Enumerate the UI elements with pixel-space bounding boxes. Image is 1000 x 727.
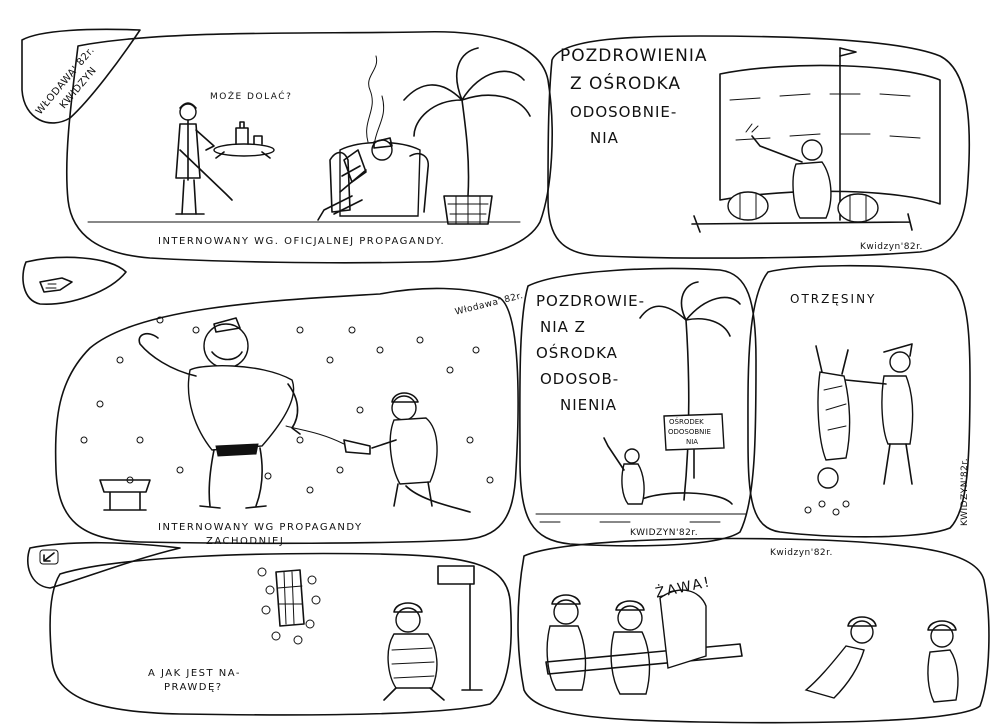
fireman-figure <box>371 392 438 507</box>
panel-4-title-line-2: NIA Z <box>540 318 586 336</box>
hazing-upside-down-man <box>815 345 851 489</box>
panel-5-border <box>747 264 971 538</box>
corner-blob-bottom-left <box>26 541 181 589</box>
panel-2-title-line-4: NIA <box>590 129 619 147</box>
island-sign-line-2: ODOSOBNIE <box>668 428 711 436</box>
arrow-down-left-icon <box>39 549 59 565</box>
island-sign-line-3: NIA <box>686 438 699 446</box>
island-castaway <box>603 437 645 505</box>
anvil <box>99 479 151 511</box>
island-sign-line-1: OŚRODEK <box>669 418 704 426</box>
panel-7-signature: Kwidzyn'82r. <box>770 548 833 558</box>
panel-3-caption-line-2: ZACHODNIEJ. <box>206 536 289 547</box>
man-in-armchair <box>317 55 430 221</box>
cell-window <box>257 567 321 645</box>
panel-4-border <box>519 267 757 547</box>
panel-5-signature: KWIDZYN'82r. <box>960 457 970 526</box>
raft-deck <box>691 213 913 233</box>
panel-7-border <box>517 537 990 724</box>
guards-at-table <box>545 594 743 695</box>
snow-dots <box>80 316 494 494</box>
panel-6-caption-line-2: PRAWDĘ? <box>164 682 223 693</box>
fire-hose <box>285 425 471 513</box>
panel-6-border <box>49 552 512 716</box>
pointing-hand-icon <box>39 277 73 293</box>
hazing-officer <box>845 343 914 485</box>
panel-1-speech: MOŻE DOLAĆ? <box>210 92 293 102</box>
panel-4-title-line-4: ODOSOB- <box>540 370 620 388</box>
serving-tray <box>213 121 275 159</box>
corner-blob-top-left <box>21 28 141 124</box>
panel-2-signature: Kwidzyn'82r. <box>860 242 923 252</box>
hazing-coins <box>804 500 850 516</box>
waiter-figure <box>175 102 233 215</box>
panel-4-signature: KWIDZYN'82r. <box>630 528 699 538</box>
raft-barrels <box>727 191 879 223</box>
island-palm <box>535 281 747 523</box>
panel-2-title-line-1: POZDROWIENIA <box>560 46 708 66</box>
palm-tree-1 <box>403 47 531 225</box>
fallen-figures <box>804 616 959 703</box>
raft-castaway <box>745 123 832 219</box>
panel-4-title-line-1: POZDROWIE- <box>536 292 646 310</box>
panel-2-title-line-2: Z OŚRODKA <box>570 74 681 94</box>
panel-2-title-line-3: ODOSOBNIE- <box>570 103 678 121</box>
panel-1-border <box>65 30 553 264</box>
panel-1-caption: INTERNOWANY WG. OFICJALNEJ PROPAGANDY. <box>158 236 446 247</box>
panel-6-caption-line-1: A JAK JEST NA- <box>148 668 241 679</box>
seated-prisoner <box>383 602 445 701</box>
panel-2-border <box>547 35 971 259</box>
panel-5-title: OTRZĘSINY <box>790 292 877 306</box>
opening-door <box>659 589 707 669</box>
raft-sail <box>719 47 941 221</box>
cell-toilet <box>437 565 483 691</box>
corner-blob-left <box>22 256 127 305</box>
panel-4-title-line-3: OŚRODKA <box>536 344 618 362</box>
panel-4-title-line-5: NIENIA <box>560 396 618 414</box>
panel-3-caption-line-1: INTERNOWANY WG PROPAGANDY <box>158 522 363 533</box>
island-sign <box>663 413 725 479</box>
panel-3-border <box>54 287 519 545</box>
muscleman-figure <box>138 317 301 509</box>
